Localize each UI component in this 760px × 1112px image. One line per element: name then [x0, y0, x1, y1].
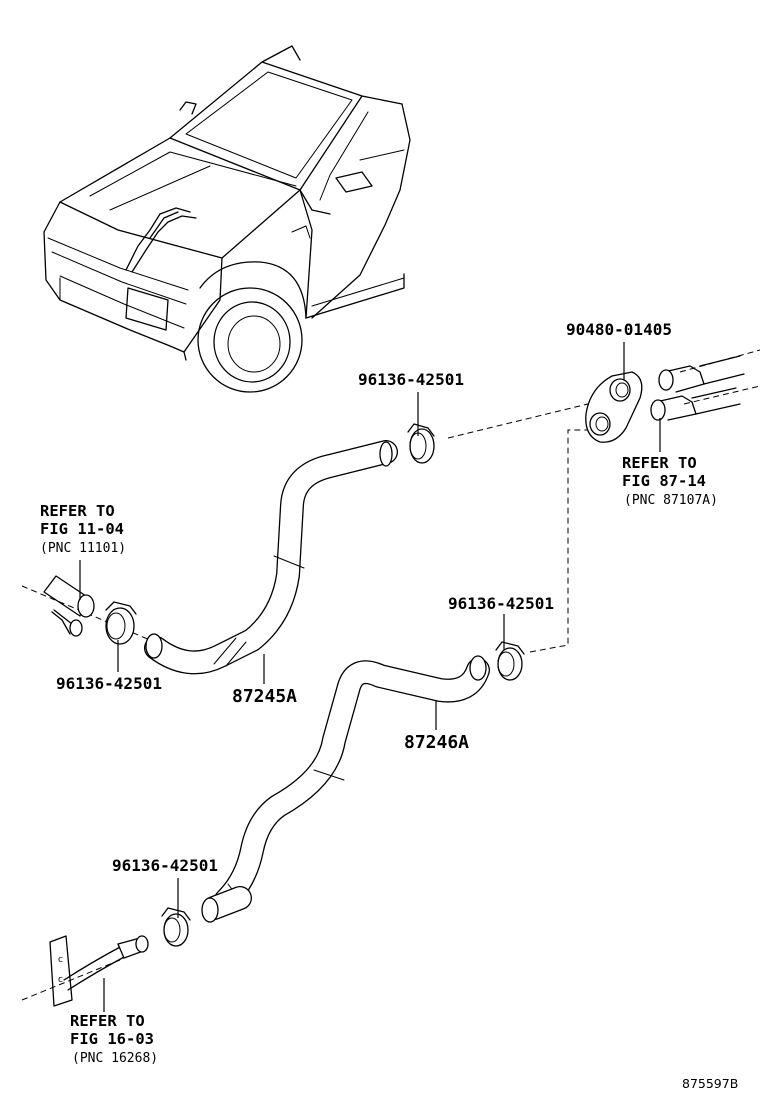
ref-fig-16-03-line2: FIG 16-03 — [70, 1030, 154, 1048]
engine-pipe-fitting — [43, 575, 95, 637]
hose-87245a — [144, 440, 398, 675]
vehicle-illustration — [43, 45, 411, 393]
label-grommet: 90480-01405 — [566, 320, 672, 339]
water-pipe: c c — [49, 935, 149, 1007]
ref-fig-16-03-line1: REFER TO — [70, 1012, 145, 1030]
ref-fig-87-14-line1: REFER TO — [622, 454, 697, 472]
label-clamp-left: 96136-42501 — [56, 674, 162, 693]
clamp-bottom-part — [161, 907, 191, 947]
clamp-left-part — [105, 601, 137, 645]
svg-text:c: c — [58, 975, 63, 985]
heater-pipes — [650, 355, 745, 421]
grommet-part — [585, 371, 643, 443]
clamp-mid-part — [495, 641, 525, 681]
ref-fig-87-14-pnc: (PNC 87107A) — [624, 493, 718, 508]
label-hose-87246a: 87246A — [404, 732, 470, 753]
label-clamp-bottom: 96136-42501 — [112, 856, 218, 875]
ref-fig-87-14-line2: FIG 87-14 — [622, 472, 706, 490]
label-clamp-mid: 96136-42501 — [448, 594, 554, 613]
ref-fig-11-04-line2: FIG 11-04 — [40, 520, 124, 538]
ref-fig-11-04-line1: REFER TO — [40, 502, 115, 520]
svg-text:c: c — [58, 955, 63, 965]
label-hose-87245a: 87245A — [232, 686, 298, 707]
leader-lines — [79, 342, 661, 1012]
clamp-top-part — [407, 423, 435, 464]
label-clamp-top: 96136-42501 — [358, 370, 464, 389]
hose-87246a — [201, 655, 490, 923]
ref-fig-16-03-pnc: (PNC 16268) — [72, 1051, 159, 1066]
ref-fig-11-04-pnc: (PNC 11101) — [40, 541, 127, 556]
diagram-code: 875597B — [682, 1076, 739, 1091]
